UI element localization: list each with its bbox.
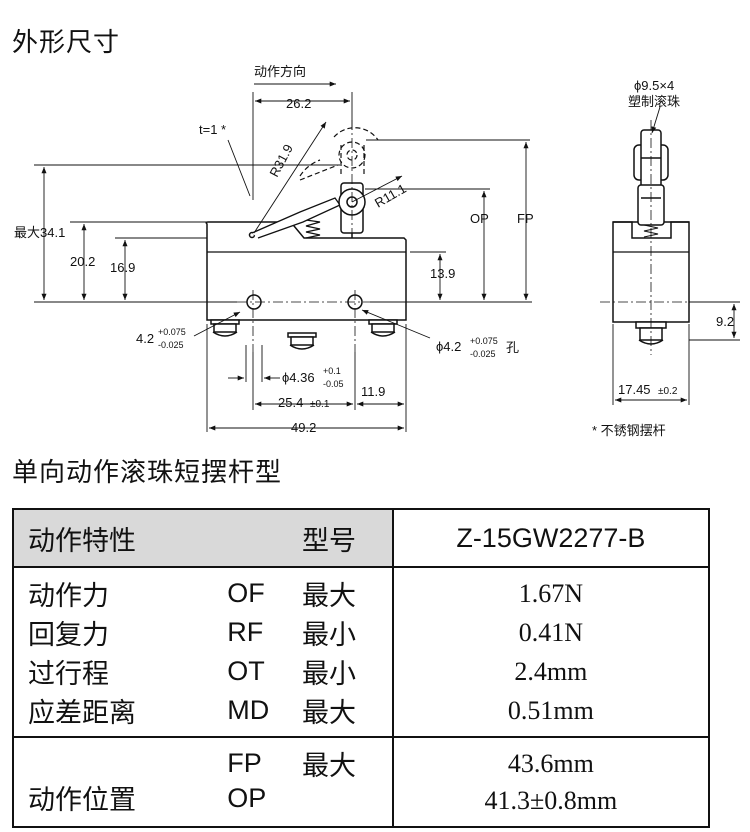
header-model-label: 型号 [302, 509, 394, 567]
svg-text:孔: 孔 [506, 340, 519, 355]
dim-26-2: 26.2 [286, 96, 311, 111]
hole-left-dim: 4.2 [136, 331, 154, 346]
dimension-drawing: 动作方向 26.2 t=1 * R31.9 R11.1 OP FP 最大34.1… [14, 64, 740, 438]
table-row-op: OP 41.3±0.8mm [13, 783, 709, 827]
position-label: 动作位置 [13, 736, 228, 827]
front-view [205, 120, 418, 352]
spec-table: 动作特性 型号 Z-15GW2277-B 动作力 OF 最大 1.67N 回复力… [12, 508, 710, 828]
dim-r31-9: R31.9 [266, 142, 296, 180]
dim-4-36: ϕ4.36 [282, 370, 315, 385]
op-label: OP [470, 211, 489, 226]
dim-13-9: 13.9 [430, 266, 455, 281]
dim-20-2: 20.2 [70, 254, 95, 269]
switch-body [205, 221, 407, 321]
table-row: 回复力 RF 最小 0.41N [13, 613, 709, 652]
dim-16-9: 16.9 [110, 260, 135, 275]
svg-text:±0.2: ±0.2 [658, 386, 678, 397]
fp-label: FP [517, 211, 534, 226]
dim-9-2: 9.2 [716, 314, 734, 329]
svg-text:-0.05: -0.05 [323, 379, 344, 389]
terminal-left [210, 319, 240, 337]
roller-spec: ϕ9.5×4 [634, 78, 674, 93]
header-model: Z-15GW2277-B [392, 509, 709, 567]
table-row: 过行程 OT 最小 2.4mm [13, 652, 709, 691]
svg-text:+0.075: +0.075 [158, 327, 186, 337]
svg-text:-0.025: -0.025 [470, 349, 496, 359]
hole-right-dim: ϕ4.2 [436, 339, 461, 354]
table-header-row: 动作特性 型号 Z-15GW2277-B [13, 509, 709, 567]
terminal-right [368, 319, 398, 337]
table-row: 动作力 OF 最大 1.67N [13, 566, 709, 613]
dim-r11-1: R11.1 [372, 181, 409, 211]
dimensions-heading: 外形尺寸 [12, 28, 121, 58]
lever [251, 197, 341, 239]
svg-text:+0.075: +0.075 [470, 336, 498, 346]
dim-17-45: 17.45 [618, 382, 651, 397]
roller-material: 塑制滚珠 [628, 94, 680, 109]
table-row-fp: 动作位置 FP 最大 43.6mm [13, 736, 709, 827]
svg-text:±0.1: ±0.1 [310, 399, 330, 410]
dim-11-9: 11.9 [361, 384, 385, 399]
plunger-spring [305, 219, 321, 239]
material-note: * 不锈钢摆杆 [592, 423, 666, 438]
dim-25-4: 25.4 [278, 395, 303, 410]
svg-text:+0.1: +0.1 [323, 366, 341, 376]
dim-49-2: 49.2 [291, 420, 316, 435]
direction-label: 动作方向 [254, 64, 306, 79]
dim-max-34-1: 最大34.1 [14, 225, 65, 240]
side-view [600, 120, 702, 355]
terminal-center [287, 332, 317, 350]
header-characteristic: 动作特性 [13, 509, 303, 567]
thickness-note: t=1 * [199, 122, 226, 137]
svg-text:-0.025: -0.025 [158, 340, 184, 350]
type-heading: 单向动作滚珠短摆杆型 [12, 458, 283, 488]
table-row: 应差距离 MD 最大 0.51mm [13, 691, 709, 737]
